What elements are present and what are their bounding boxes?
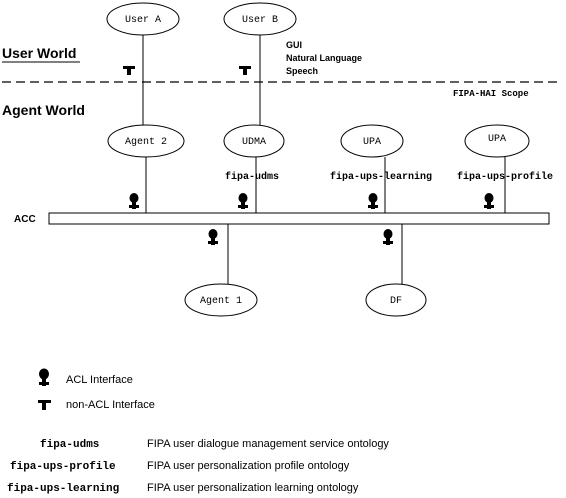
acl-legend-icon [39,368,49,386]
udma-ontology-tag: fipa-udms [225,171,279,183]
ontology-term: fipa-ups-profile [10,461,116,473]
acl-interface-icon [484,193,494,209]
udma-label: UDMA [242,137,266,148]
upa-1-node [340,124,404,158]
agent-world-label: Agent World [2,102,85,118]
df-label: DF [390,296,402,307]
scope-label: FIPA-HAI Scope [453,89,529,99]
acl-interface-icon [129,193,139,209]
upa-1-ontology-tag: fipa-ups-learning [330,171,432,183]
acc-bus [48,212,550,225]
non-acl-interface-icon [239,66,251,75]
non-acl-legend-label: non-ACL Interface [66,399,155,411]
acl-interface-icon [368,193,378,209]
udma-node [223,124,285,158]
ontology-description: FIPA user dialogue management service on… [147,438,389,450]
non-acl-interface-icon [123,66,135,75]
acl-legend-label: ACL Interface [66,374,133,386]
upa-2-ontology-tag: fipa-ups-profile [457,171,553,183]
connectors [142,35,506,285]
acl-interface-icon [208,229,218,245]
mode-gui: GUI [286,40,302,50]
upa-1-label: UPA [363,137,381,148]
user-b-label: User B [242,15,278,26]
ontology-term: fipa-ups-learning [7,483,119,495]
agent-1-label: Agent 1 [200,296,242,307]
acl-interface-icon [238,193,248,209]
non-acl-legend-icon [38,400,51,410]
user-b-node [223,2,297,36]
upa-2-label: UPA [488,134,506,145]
ontology-description: FIPA user personalization profile ontolo… [147,460,350,472]
agent-1-node [184,283,258,317]
acl-interface-icon [383,229,393,245]
acl-symbols [129,193,494,245]
acc-label: ACC [14,214,36,225]
user-a-node [106,2,180,36]
ontology-glossary: fipa-udms FIPA user dialogue management … [7,438,389,495]
legend: ACL Interface non-ACL Interface [38,368,155,411]
mode-speech: Speech [286,66,318,76]
ontology-description: FIPA user personalization learning ontol… [147,482,359,494]
ontology-term: fipa-udms [40,439,99,451]
mode-natural-language: Natural Language [286,53,362,63]
upa-2-node [464,124,530,158]
agent-2-node [107,124,185,158]
user-world-label: User World [2,45,76,61]
user-a-label: User A [125,15,161,26]
non-acl-symbols [123,66,251,75]
df-node [365,283,427,317]
agent-2-label: Agent 2 [125,137,167,148]
